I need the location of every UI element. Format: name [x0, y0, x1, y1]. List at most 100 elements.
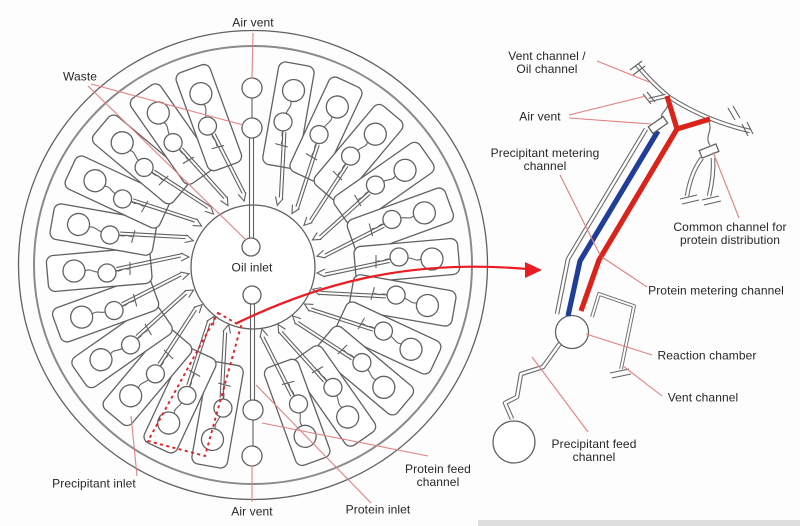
unit-inner-well — [365, 175, 386, 195]
label-precipitant-inlet: Precipitant inlet — [52, 476, 136, 491]
unit-metering-channel — [130, 198, 198, 223]
unit-hub-funnel — [315, 268, 326, 278]
reaction-unit — [91, 114, 215, 215]
unit-metering-channel — [114, 253, 183, 272]
reaction-unit — [45, 247, 191, 293]
unit-hub-funnel — [237, 192, 247, 203]
unit-hub-funnel — [220, 196, 229, 207]
unit-inner-well — [389, 247, 409, 267]
waste-port — [241, 117, 263, 139]
air-vent-port-top — [241, 77, 263, 99]
unit-inner-well — [134, 157, 154, 178]
precipitant-reservoir — [492, 420, 536, 464]
unit-inner-well — [97, 263, 117, 283]
unit-metering-channel — [318, 190, 371, 240]
unit-inner-well — [177, 385, 197, 406]
unit-well — [372, 375, 396, 399]
unit-inner-well — [163, 132, 183, 153]
leader-reaction-chamber — [585, 333, 653, 356]
unit-inner-well — [288, 394, 309, 414]
unit-inner-well — [386, 285, 406, 305]
unit-metering-channel — [309, 162, 349, 224]
reaction-unit — [291, 315, 415, 416]
unit-detail-drawing — [492, 60, 754, 464]
unit-hub-funnel — [204, 205, 215, 215]
leader-waste-2 — [87, 85, 247, 241]
precipitant-metering-channel-blue — [565, 129, 661, 317]
unit-metering-channel — [323, 258, 392, 277]
unit-hub-funnel — [311, 286, 322, 296]
break-marks — [609, 60, 754, 379]
unit-well — [119, 384, 143, 408]
reaction-unit — [102, 303, 203, 427]
zoom-arrow — [236, 265, 528, 324]
reaction-unit — [143, 315, 217, 454]
vent-link-2 — [707, 121, 711, 146]
label-oil-inlet: Oil inlet — [231, 260, 273, 275]
unit-hub-funnel — [184, 289, 195, 298]
label-air-vent-top: Air vent — [232, 15, 274, 30]
label-air-vent-bottom: Air vent — [231, 504, 273, 519]
unit-inner-well — [100, 225, 120, 245]
unit-hub-funnel — [303, 216, 313, 227]
unit-metering-channel — [259, 336, 296, 397]
unit-hub-funnel — [274, 196, 284, 207]
unit-inner-well — [352, 352, 372, 373]
scan-artifact — [478, 520, 800, 526]
zoom-arrow-head — [525, 262, 542, 278]
unit-well — [420, 247, 444, 271]
unit-well — [325, 95, 349, 119]
unit-well — [189, 82, 213, 106]
unit-inner-well — [112, 189, 133, 209]
unit-well — [70, 305, 94, 329]
unit-metering-channel — [295, 142, 320, 210]
unit-inner-well — [213, 398, 233, 418]
unit-hub-funnel — [180, 271, 191, 281]
unit-well — [336, 405, 360, 429]
unit-well — [399, 337, 423, 361]
label-protein-metering-channel: Protein metering channel — [648, 283, 784, 298]
unit-well — [89, 348, 113, 372]
unit-metering-channel — [178, 147, 228, 200]
unit-hub-funnel — [291, 315, 302, 325]
air-vent-port-bottom — [241, 445, 263, 467]
unit-inner-well — [273, 112, 293, 132]
unit-well — [281, 78, 306, 103]
label-vent-channel: Vent channel — [667, 390, 739, 405]
air-vent-membrane-1 — [647, 115, 669, 135]
chip-outer-rim — [17, 29, 489, 501]
unit-inner-well — [382, 209, 402, 230]
top-column-channel — [248, 138, 255, 238]
leader-air-vent-detail-2 — [568, 117, 652, 125]
unit-highlight-box — [146, 311, 243, 458]
unit-hub-funnel — [315, 249, 326, 259]
label-air-vent-detail: Air vent — [519, 109, 561, 124]
leader-precipitant-inlet — [130, 415, 138, 477]
reaction-unit — [71, 289, 195, 389]
unit-inner-well — [340, 146, 361, 166]
reaction-unit — [289, 76, 363, 215]
reaction-unit — [311, 141, 435, 241]
label-reaction-chamber: Reaction chamber — [657, 348, 757, 363]
unit-metering-channel — [157, 306, 197, 368]
unit-hub-funnel — [259, 327, 269, 338]
leader-waste-1 — [90, 83, 244, 126]
protein-inlet-port — [242, 399, 264, 421]
unit-metering-channel — [318, 290, 388, 299]
unit-hub-funnel — [193, 303, 203, 314]
unit-inner-well — [309, 124, 329, 145]
unit-metering-channel — [324, 222, 385, 259]
unit-well — [157, 411, 181, 435]
reaction-unit — [51, 271, 191, 343]
leader-air-vent-detail-1 — [568, 95, 647, 116]
leader-precipitant-metering — [559, 174, 601, 256]
unit-well — [415, 293, 440, 318]
unit-hub-funnel — [206, 315, 215, 326]
unit-metering-channel — [294, 321, 356, 361]
unit-metering-channel — [135, 290, 188, 340]
unit-well — [200, 427, 225, 452]
label-vent-oil-channel: Vent channel /Oil channel — [508, 49, 586, 76]
